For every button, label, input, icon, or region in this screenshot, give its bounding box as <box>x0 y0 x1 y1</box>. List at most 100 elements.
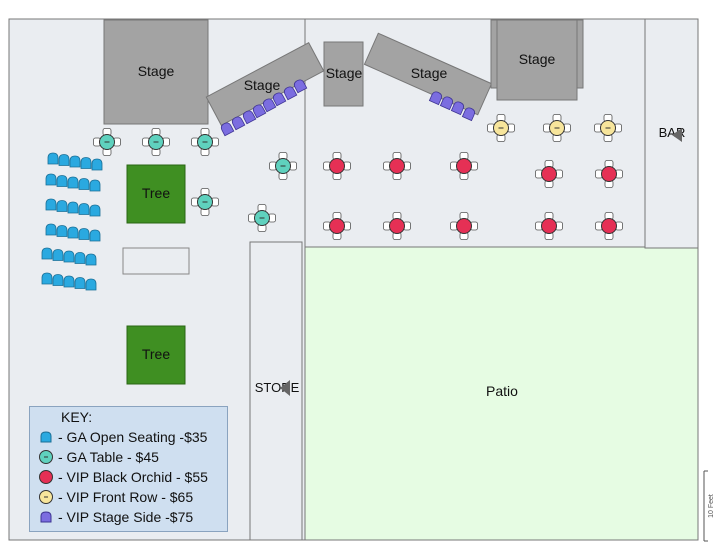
ga-open-seat[interactable] <box>89 179 101 192</box>
ga-open-seat[interactable] <box>78 203 90 215</box>
ga-open-seat[interactable] <box>74 277 86 289</box>
vip-stage-side-seat[interactable] <box>231 115 246 131</box>
table-top <box>389 158 405 174</box>
ga-table[interactable] <box>191 188 219 216</box>
ga-open-seat[interactable] <box>41 247 53 260</box>
store-area <box>249 241 303 541</box>
legend-label: - VIP Front Row - $65 <box>58 489 194 505</box>
table-top <box>389 218 405 234</box>
vip-black-orchid-table[interactable] <box>323 152 351 180</box>
ga-open-seat[interactable] <box>89 229 101 242</box>
ga-open-seat[interactable] <box>80 157 92 169</box>
ga-table[interactable] <box>142 128 170 156</box>
seat-icon <box>40 431 52 443</box>
ga-open-seat[interactable] <box>52 274 64 286</box>
vip-orchid-icon <box>39 470 53 484</box>
table-top <box>456 158 472 174</box>
vip-stage-side-seat[interactable] <box>272 91 287 107</box>
speaker-icon <box>280 380 290 396</box>
legend-title: KEY: <box>61 409 93 425</box>
ga-open-seat[interactable] <box>67 226 79 239</box>
legend-row-ga-table: - GA Table - $45 <box>38 447 159 467</box>
legend-key: KEY: - GA Open Seating -$35 - GA Table -… <box>29 406 228 532</box>
ga-open-seat[interactable] <box>56 200 68 212</box>
vip-black-orchid-table[interactable] <box>450 152 478 180</box>
vip-stage-side-seat[interactable] <box>283 85 298 101</box>
tree-upper-label: Tree <box>142 185 170 201</box>
ga-table[interactable] <box>191 128 219 156</box>
stage-diagonal-left <box>205 41 325 127</box>
ga-open-seat[interactable] <box>45 198 57 211</box>
table-top <box>601 166 617 182</box>
vip-black-orchid-table[interactable] <box>450 212 478 240</box>
vip-front-row-table[interactable] <box>543 114 571 142</box>
vip-stage-side-seat[interactable] <box>439 95 454 111</box>
vip-stage-side-seat[interactable] <box>252 103 267 119</box>
legend-label: - VIP Stage Side -$75 <box>58 509 194 525</box>
legend-label: - VIP Black Orchid - $55 <box>58 469 208 485</box>
stage-center <box>323 41 364 107</box>
ga-table[interactable] <box>93 128 121 156</box>
vip-stage-side-seat[interactable] <box>262 97 277 113</box>
scale-label: 10 Feet <box>708 494 715 518</box>
tree-lower-label: Tree <box>142 346 170 362</box>
ga-open-seat[interactable] <box>63 250 75 263</box>
vip-stage-side-seat[interactable] <box>428 90 443 106</box>
ga-table[interactable] <box>269 152 297 180</box>
ga-open-seat[interactable] <box>63 275 75 288</box>
tables-group <box>93 114 623 240</box>
vip-stage-side-seat[interactable] <box>450 100 465 116</box>
ga-table-icon <box>39 450 53 464</box>
ga-open-seat[interactable] <box>89 204 101 217</box>
vip-front-row-table[interactable] <box>487 114 515 142</box>
table-top <box>329 218 345 234</box>
ga-open-seat[interactable] <box>41 272 53 285</box>
ga-open-seat[interactable] <box>78 228 90 240</box>
stage-right-label: Stage <box>519 51 556 67</box>
vip-black-orchid-table[interactable] <box>595 160 623 188</box>
ga-table[interactable] <box>248 204 276 232</box>
vip-black-orchid-table[interactable] <box>383 212 411 240</box>
vip-stage-side-seat[interactable] <box>461 106 476 122</box>
ga-open-seat[interactable] <box>58 154 70 166</box>
table-top <box>541 166 557 182</box>
store-label: STORE <box>255 380 300 395</box>
ga-open-seat[interactable] <box>56 225 68 237</box>
vip-stage-side-icon <box>40 511 52 523</box>
vip-stage-side-seat[interactable] <box>242 109 257 125</box>
vip-stage-side-group <box>220 78 476 137</box>
vip-black-orchid-table[interactable] <box>535 160 563 188</box>
scale-bar: 10 Feet <box>703 470 715 542</box>
bar-area <box>644 18 699 249</box>
table-top <box>601 218 617 234</box>
stage-diagonal-right <box>363 32 493 116</box>
patio-label: Patio <box>486 383 518 399</box>
ga-open-seat[interactable] <box>78 178 90 190</box>
vip-front-row-table[interactable] <box>594 114 622 142</box>
ga-open-seat[interactable] <box>85 253 97 266</box>
ga-open-seat[interactable] <box>91 158 103 171</box>
stage-left <box>103 19 209 125</box>
ga-open-seat[interactable] <box>56 175 68 187</box>
vip-black-orchid-table[interactable] <box>323 212 351 240</box>
vip-black-orchid-table[interactable] <box>535 212 563 240</box>
table-top <box>456 218 472 234</box>
ga-open-seat[interactable] <box>52 249 64 261</box>
ga-open-seat[interactable] <box>67 176 79 189</box>
small-table-area <box>122 247 190 275</box>
ga-open-seat[interactable] <box>45 173 57 186</box>
stage-left-label: Stage <box>138 63 175 79</box>
ga-open-seat[interactable] <box>85 278 97 291</box>
vip-black-orchid-table[interactable] <box>383 152 411 180</box>
ga-open-seat[interactable] <box>47 152 59 165</box>
tree-upper <box>126 164 186 224</box>
vip-black-orchid-table[interactable] <box>595 212 623 240</box>
patio-area <box>304 246 699 541</box>
vip-stage-side-seat[interactable] <box>293 78 308 94</box>
ga-open-seat[interactable] <box>74 252 86 264</box>
ga-open-seat[interactable] <box>69 155 81 168</box>
ga-open-seat[interactable] <box>45 223 57 236</box>
vip-stage-side-seat[interactable] <box>220 121 235 137</box>
ga-open-seat[interactable] <box>67 201 79 214</box>
